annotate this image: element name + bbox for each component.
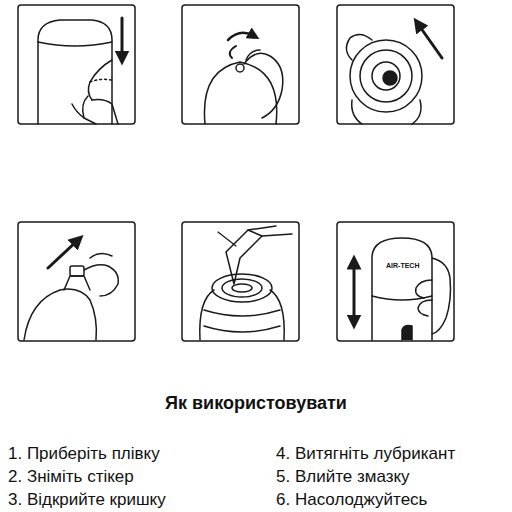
step-text: 3. Відкрийте кришку xyxy=(8,490,166,510)
remove-sticker-figure xyxy=(204,33,282,124)
step-text: 6. Насолоджуйтесь xyxy=(276,490,427,510)
step-text: 1. Приберіть плівку xyxy=(8,444,160,464)
use-figure xyxy=(354,238,451,340)
panel-frames xyxy=(18,5,454,341)
take-lubricant-figure xyxy=(24,240,118,340)
heading: Як використовувати xyxy=(0,393,512,415)
peel-film-figure xyxy=(38,18,122,124)
open-cap-figure xyxy=(346,24,442,124)
product-label: AIR-TECH xyxy=(386,262,419,270)
step-text: 4. Витягніть лубрикант xyxy=(276,444,455,464)
pour-lubricant-figure xyxy=(200,226,292,340)
step-text: 2. Зніміть стікер xyxy=(8,467,134,487)
step-text: 5. Влийте змазку xyxy=(276,467,410,487)
